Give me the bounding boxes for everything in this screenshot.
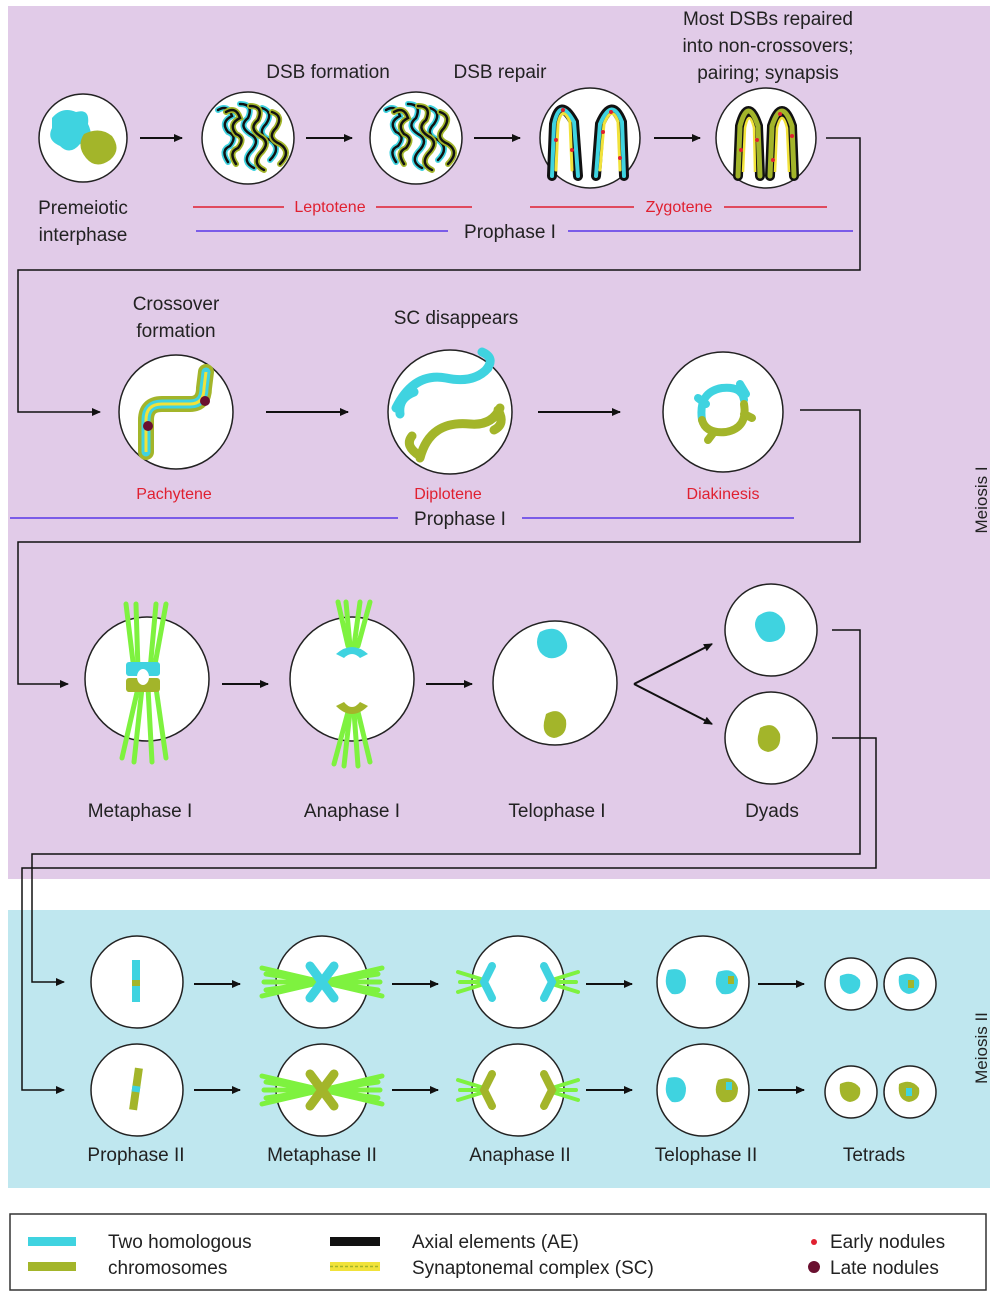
note-crossover-line1: Crossover: [133, 294, 220, 315]
legend-early-nodule-dot: [811, 1239, 817, 1245]
premeiotic-interphase-cell: [38, 93, 128, 183]
prophase2-cell-top: [90, 935, 184, 1029]
diplotene-cell: [387, 347, 513, 475]
stage-zygotene: Zygotene: [646, 199, 713, 216]
legend-axial: Axial elements (AE): [412, 1232, 579, 1253]
metaphase1-cell: [84, 601, 210, 765]
dyad-bottom-cell: [724, 691, 818, 785]
legend-box: [9, 1213, 987, 1291]
stage-metaphase1: Metaphase I: [88, 801, 193, 822]
legend-homologous-line2: chromosomes: [108, 1258, 227, 1279]
zygotene-synapsis-cell: [715, 87, 817, 189]
note-crossover-line2: formation: [136, 321, 215, 342]
pachytene-cell: [118, 354, 234, 470]
stage-anaphase2: Anaphase II: [469, 1145, 570, 1166]
note-most-dsbs-line3: pairing; synapsis: [697, 63, 839, 84]
prophase1-label-row2: Prophase I: [414, 509, 506, 530]
tetrad-cells-top: [824, 957, 937, 1011]
note-dsb-formation: DSB formation: [266, 62, 390, 83]
anaphase2-cell-top: [456, 935, 580, 1029]
dsb-formation-cell: [201, 91, 295, 185]
dsb-repair-cell: [369, 91, 463, 185]
note-sc-disappears: SC disappears: [394, 308, 519, 329]
stage-tetrads: Tetrads: [843, 1145, 905, 1166]
legend-sc: Synaptonemal complex (SC): [412, 1258, 654, 1279]
meiosis2-side-label: Meiosis II: [972, 1012, 990, 1084]
prophase1-label-row1: Prophase I: [464, 222, 556, 243]
legend-swatch-sc: [330, 1262, 380, 1271]
stage-pachytene: Pachytene: [136, 486, 212, 503]
premeiotic-label-line2: interphase: [39, 225, 128, 246]
stage-dyads: Dyads: [745, 801, 799, 822]
telophase1-cell: [492, 620, 618, 746]
tetrad-cells-bottom: [824, 1065, 937, 1119]
connector-row1-row2: [17, 137, 861, 416]
legend-late-nodules: Late nodules: [830, 1258, 939, 1279]
legend-swatch-homolog-b: [28, 1262, 76, 1271]
stage-telophase2: Telophase II: [655, 1145, 757, 1166]
zygotene-early-cell: [539, 87, 641, 189]
diakinesis-cell: [662, 351, 784, 473]
note-most-dsbs-line2: into non-crossovers;: [682, 36, 853, 57]
stage-telophase1: Telophase I: [508, 801, 605, 822]
connector-row2-row3: [17, 409, 861, 688]
stage-diakinesis: Diakinesis: [687, 486, 760, 503]
connector-dyad-bottom: [21, 737, 877, 1094]
legend-homologous-line1: Two homologous: [108, 1232, 252, 1253]
note-most-dsbs-line1: Most DSBs repaired: [683, 9, 853, 30]
note-dsb-repair: DSB repair: [454, 62, 548, 83]
prophase2-cell-bottom: [90, 1043, 184, 1137]
meiosis1-side-label: Meiosis I: [972, 466, 990, 533]
premeiotic-label-line1: Premeiotic: [38, 198, 128, 219]
stage-metaphase2: Metaphase II: [267, 1145, 377, 1166]
legend-late-nodule-dot: [808, 1261, 820, 1273]
row3-arrows: [222, 643, 713, 725]
meiosis2-arrows: [194, 980, 805, 1094]
stage-anaphase1: Anaphase I: [304, 801, 400, 822]
stage-diplotene: Diplotene: [414, 486, 482, 503]
legend-early-nodules: Early nodules: [830, 1232, 945, 1253]
telophase2-cell-top: [656, 935, 750, 1029]
telophase2-cell-bottom: [656, 1043, 750, 1137]
legend-swatch-axial: [330, 1237, 380, 1246]
stage-prophase2: Prophase II: [87, 1145, 184, 1166]
metaphase2-cell-bottom: [259, 1043, 385, 1137]
anaphase2-cell-bottom: [456, 1043, 580, 1137]
connector-dyad-top: [31, 629, 861, 986]
anaphase1-cell: [289, 599, 415, 769]
metaphase2-cell-top: [259, 935, 385, 1029]
legend-swatch-homolog-a: [28, 1237, 76, 1246]
dyad-top-cell: [724, 583, 818, 677]
stage-leptotene: Leptotene: [294, 199, 365, 216]
